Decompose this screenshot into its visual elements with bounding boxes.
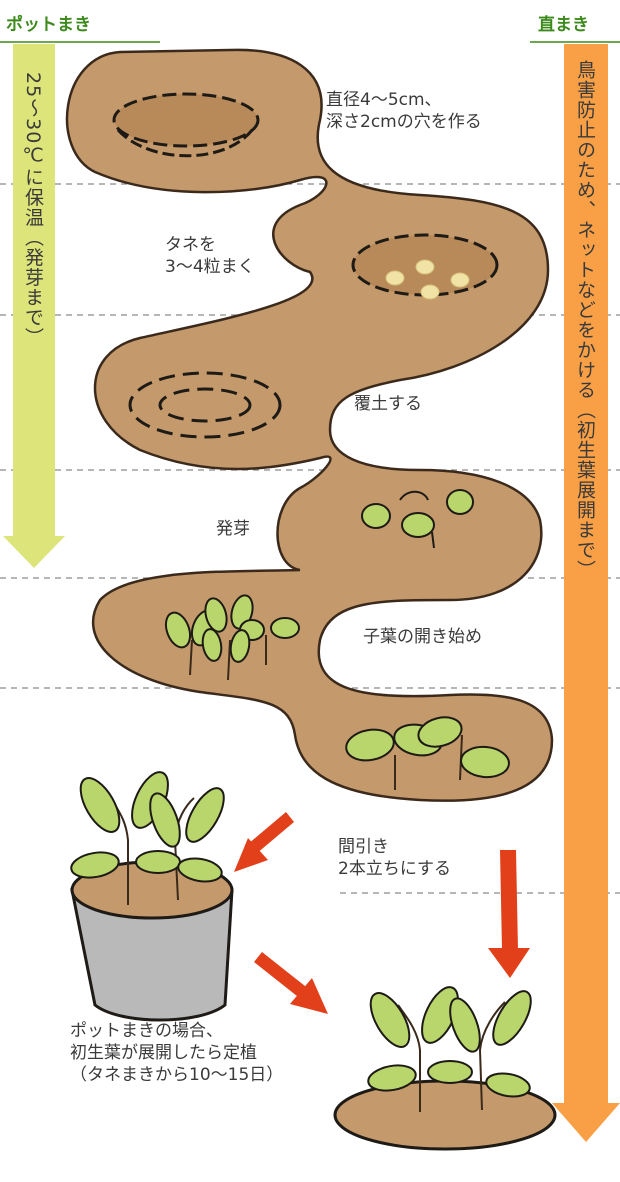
- seeded-hole-illustration: [351, 233, 499, 300]
- seedling-illustration: [345, 716, 510, 790]
- right-arrow-label: 鳥害防止のため、ネットなどをかける（初生葉展開まで）: [574, 60, 596, 580]
- step-6-label: 間引き 2本立ちにする: [338, 837, 451, 879]
- arrow-to-pot: [234, 812, 294, 872]
- direct-sowing-header: 直まき: [538, 15, 589, 35]
- step-5-label: 子葉の開き始め: [363, 627, 482, 647]
- transplant-note: ポットまきの場合、 初生葉が展開したら定植 （タネまきから10〜15日）: [70, 1021, 284, 1085]
- step-1-label: 直径4〜5cm、 深さ2cmの穴を作る: [326, 90, 482, 132]
- soil-path: [65, 48, 554, 802]
- seed: [450, 272, 470, 288]
- hole-illustration: [112, 92, 260, 158]
- left-temperature-arrow: [3, 44, 65, 568]
- seed: [385, 270, 405, 286]
- pot-illustration: [70, 771, 234, 1022]
- left-arrow-label: 25〜30℃に保温（発芽まで）: [22, 72, 44, 348]
- pot-sowing-header: ポットまき: [6, 15, 91, 35]
- sprout-illustration: [361, 489, 474, 549]
- covered-soil-illustration: [128, 371, 282, 439]
- right-net-arrow: [552, 44, 620, 1142]
- planted-seedlings-illustration: [333, 986, 557, 1151]
- cotyledon-illustration: [164, 594, 300, 681]
- step-4-label: 発芽: [216, 519, 250, 539]
- arrow-to-field-from-pot: [254, 952, 328, 1014]
- seed: [420, 284, 440, 300]
- arrow-to-field-direct: [488, 850, 530, 978]
- red-arrows: [234, 812, 530, 1014]
- step-3-label: 覆土する: [354, 394, 422, 414]
- seed: [415, 259, 435, 275]
- step-2-label: タネを 3〜4粒まく: [165, 235, 255, 277]
